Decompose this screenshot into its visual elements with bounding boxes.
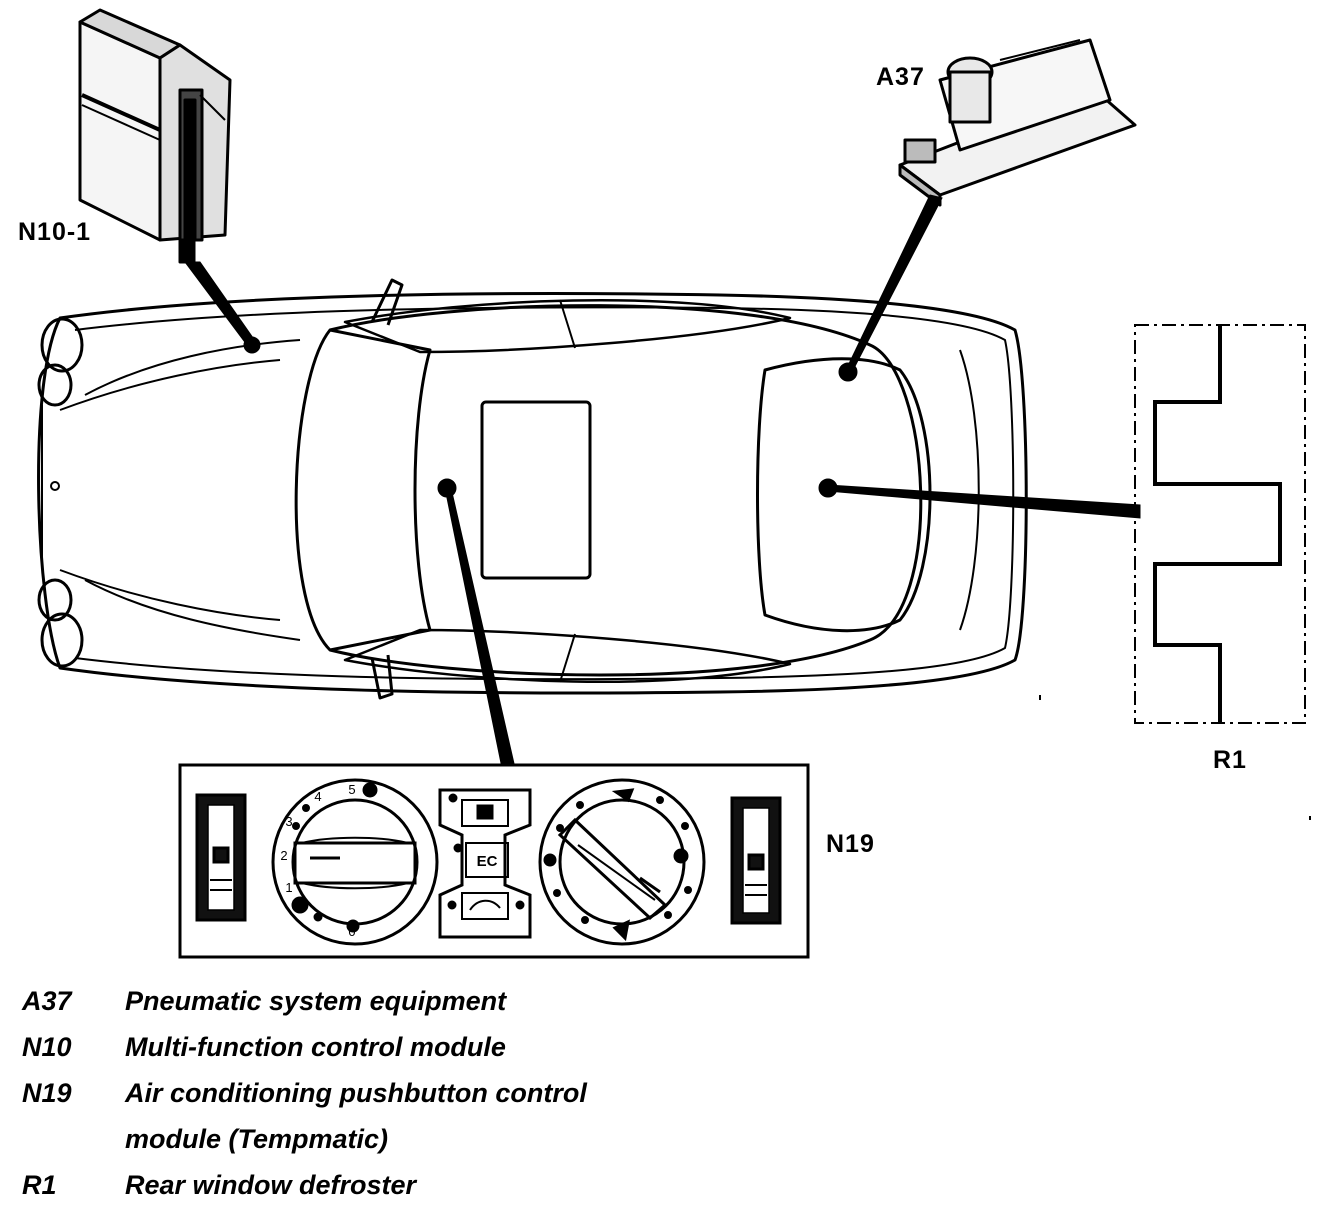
legend-code: A37 xyxy=(22,985,72,1016)
legend-code: R1 xyxy=(22,1169,57,1200)
dial-mark-label: 2 xyxy=(280,848,287,863)
legend-code: N10 xyxy=(22,1031,72,1062)
legend-row: N19 Air conditioning pushbutton control xyxy=(22,1070,722,1116)
ec-button-label: EC xyxy=(477,853,498,870)
hood-line-bottom xyxy=(84,579,301,641)
hood-line-top xyxy=(84,339,301,396)
legend-row: A37 Pneumatic system equipment xyxy=(22,978,722,1024)
dial-mark-label: 5 xyxy=(348,782,355,797)
callout-r1: R1 xyxy=(1213,746,1247,774)
mirror-bottom xyxy=(370,654,394,700)
car-body-outline xyxy=(37,292,1028,695)
a37-component xyxy=(898,38,1137,207)
dial-mark-label: 0 xyxy=(348,924,355,939)
leader-lines xyxy=(184,194,1141,769)
leader-a37 xyxy=(845,194,943,373)
b-pillar-top xyxy=(559,299,576,349)
hood-emblem xyxy=(50,481,60,491)
defrost-button xyxy=(461,799,509,827)
right-vent-slider xyxy=(730,796,782,925)
headlight-top xyxy=(37,317,84,407)
legend-code: N19 xyxy=(22,1077,72,1108)
side-window-bottom xyxy=(343,628,792,683)
legend-description: Multi-function control module xyxy=(125,1031,506,1062)
dot-r1 xyxy=(818,478,838,498)
dial-mark-label: 1 xyxy=(285,880,292,895)
dot-a37 xyxy=(838,362,858,382)
callout-a37: A37 xyxy=(876,63,925,91)
legend-row: N10 Multi-function control module xyxy=(22,1024,722,1070)
legend-description: Rear window defroster xyxy=(125,1169,417,1200)
blower-speed-marks: 0 1 2 3 4 5 xyxy=(280,782,355,939)
callout-n19: N19 xyxy=(826,830,875,858)
legend-description: module (Tempmatic) xyxy=(125,1123,389,1154)
n10-1-module xyxy=(78,8,232,264)
legend-row: R1 Rear window defroster xyxy=(22,1162,722,1208)
dot-n19 xyxy=(437,478,457,498)
trunk-line xyxy=(959,349,980,631)
legend-description: Air conditioning pushbutton control xyxy=(125,1077,587,1108)
ec-button xyxy=(465,842,509,878)
n19-control-panel xyxy=(178,763,810,959)
blower-speed-dial xyxy=(271,778,439,946)
callout-n10-1: N10-1 xyxy=(18,218,92,246)
legend-row: module (Tempmatic) xyxy=(22,1116,722,1162)
recirculation-button xyxy=(461,892,509,920)
center-button-cluster xyxy=(438,788,532,939)
dial-mark-label: 4 xyxy=(314,789,321,804)
dial-mark-label: 3 xyxy=(285,814,292,829)
side-window-top xyxy=(343,299,792,354)
component-legend: A37 Pneumatic system equipment N10 Multi… xyxy=(22,978,722,1208)
rear-window xyxy=(756,357,932,633)
legend-description: Pneumatic system equipment xyxy=(125,985,507,1016)
windshield xyxy=(294,328,432,652)
mirror-top xyxy=(370,278,404,326)
dot-n10-1 xyxy=(243,336,261,354)
car-top-view xyxy=(37,278,1311,820)
b-pillar-bottom xyxy=(559,633,576,683)
hood-line-top2 xyxy=(59,359,281,411)
r1-heating-element xyxy=(1153,325,1282,723)
hood-line-bottom2 xyxy=(59,569,281,621)
headlight-bottom xyxy=(37,578,84,668)
leader-n19 xyxy=(444,487,516,769)
r1-defroster xyxy=(1134,324,1306,724)
leader-r1 xyxy=(827,484,1141,519)
sunroof xyxy=(480,400,592,580)
n10-1-module-front xyxy=(78,20,162,242)
temperature-dial xyxy=(538,778,706,946)
left-vent-slider xyxy=(195,793,247,922)
